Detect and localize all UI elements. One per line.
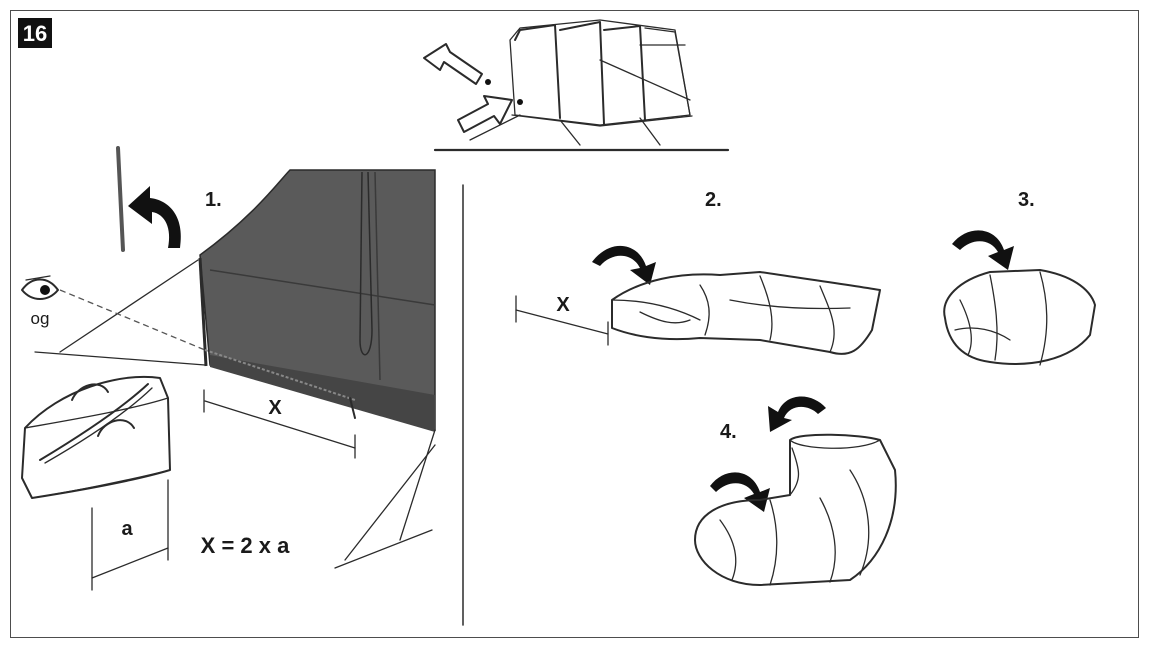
eye-label: og: [31, 309, 50, 328]
tent-overview-illustration: [423, 19, 730, 152]
folding-x-label: X: [556, 294, 570, 316]
curved-arrow-icon: [952, 230, 1014, 270]
pointer-arrow-icon: [457, 95, 513, 133]
bag-illustration: [21, 375, 171, 499]
step-badge-label: 16: [23, 21, 47, 46]
step-badge: 16: [18, 18, 52, 48]
curved-arrow-icon: [592, 245, 656, 285]
step-2-section: 2. X: [515, 189, 881, 355]
step-2-label: 2.: [705, 189, 722, 211]
curved-arrow-icon: [710, 472, 770, 512]
pointer-arrow-icon: [423, 43, 483, 85]
diagram-frame: [10, 10, 1139, 638]
eye-icon: [21, 275, 59, 300]
step-3-label: 3.: [1018, 189, 1035, 211]
formula-label: X = 2 x a: [201, 533, 290, 558]
step-3-section: 3.: [943, 189, 1096, 366]
curved-arrow-icon: [768, 396, 826, 432]
step-4-section: 4.: [694, 396, 897, 586]
bag-width-label: a: [121, 518, 133, 540]
step-4-label: 4.: [720, 421, 737, 443]
step-1-section: 1. og X: [21, 146, 436, 591]
step-1-label: 1.: [205, 189, 222, 211]
distance-x-label: X: [268, 397, 282, 419]
curved-arrow-icon: [128, 186, 181, 248]
